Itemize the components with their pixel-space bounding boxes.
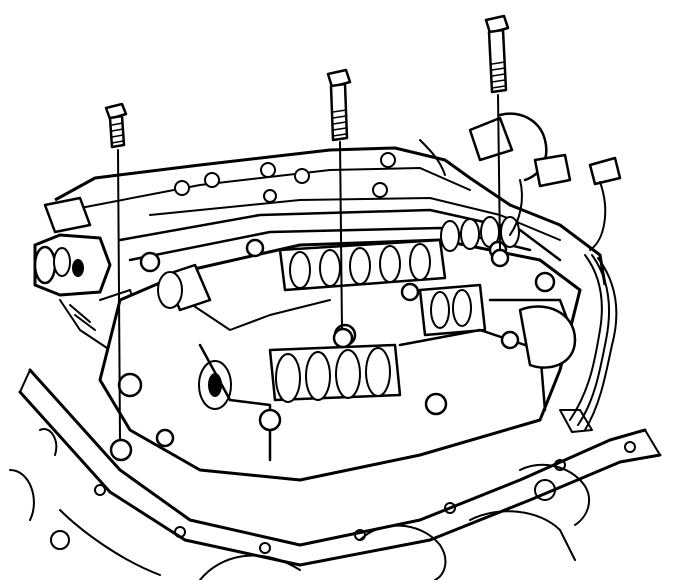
valve-body	[98, 208, 582, 482]
right-bolt-hole	[490, 248, 510, 268]
left-bolt	[104, 102, 128, 441]
right-bolt	[484, 14, 510, 251]
center-bolt-hole	[332, 327, 354, 349]
transmission-case	[9, 368, 662, 580]
left-solenoid-assembly	[33, 196, 141, 351]
center-bolt	[326, 68, 352, 331]
left-bolt-hole	[109, 438, 133, 462]
lower-spool-row	[157, 271, 487, 410]
wiring-harness	[468, 112, 622, 433]
